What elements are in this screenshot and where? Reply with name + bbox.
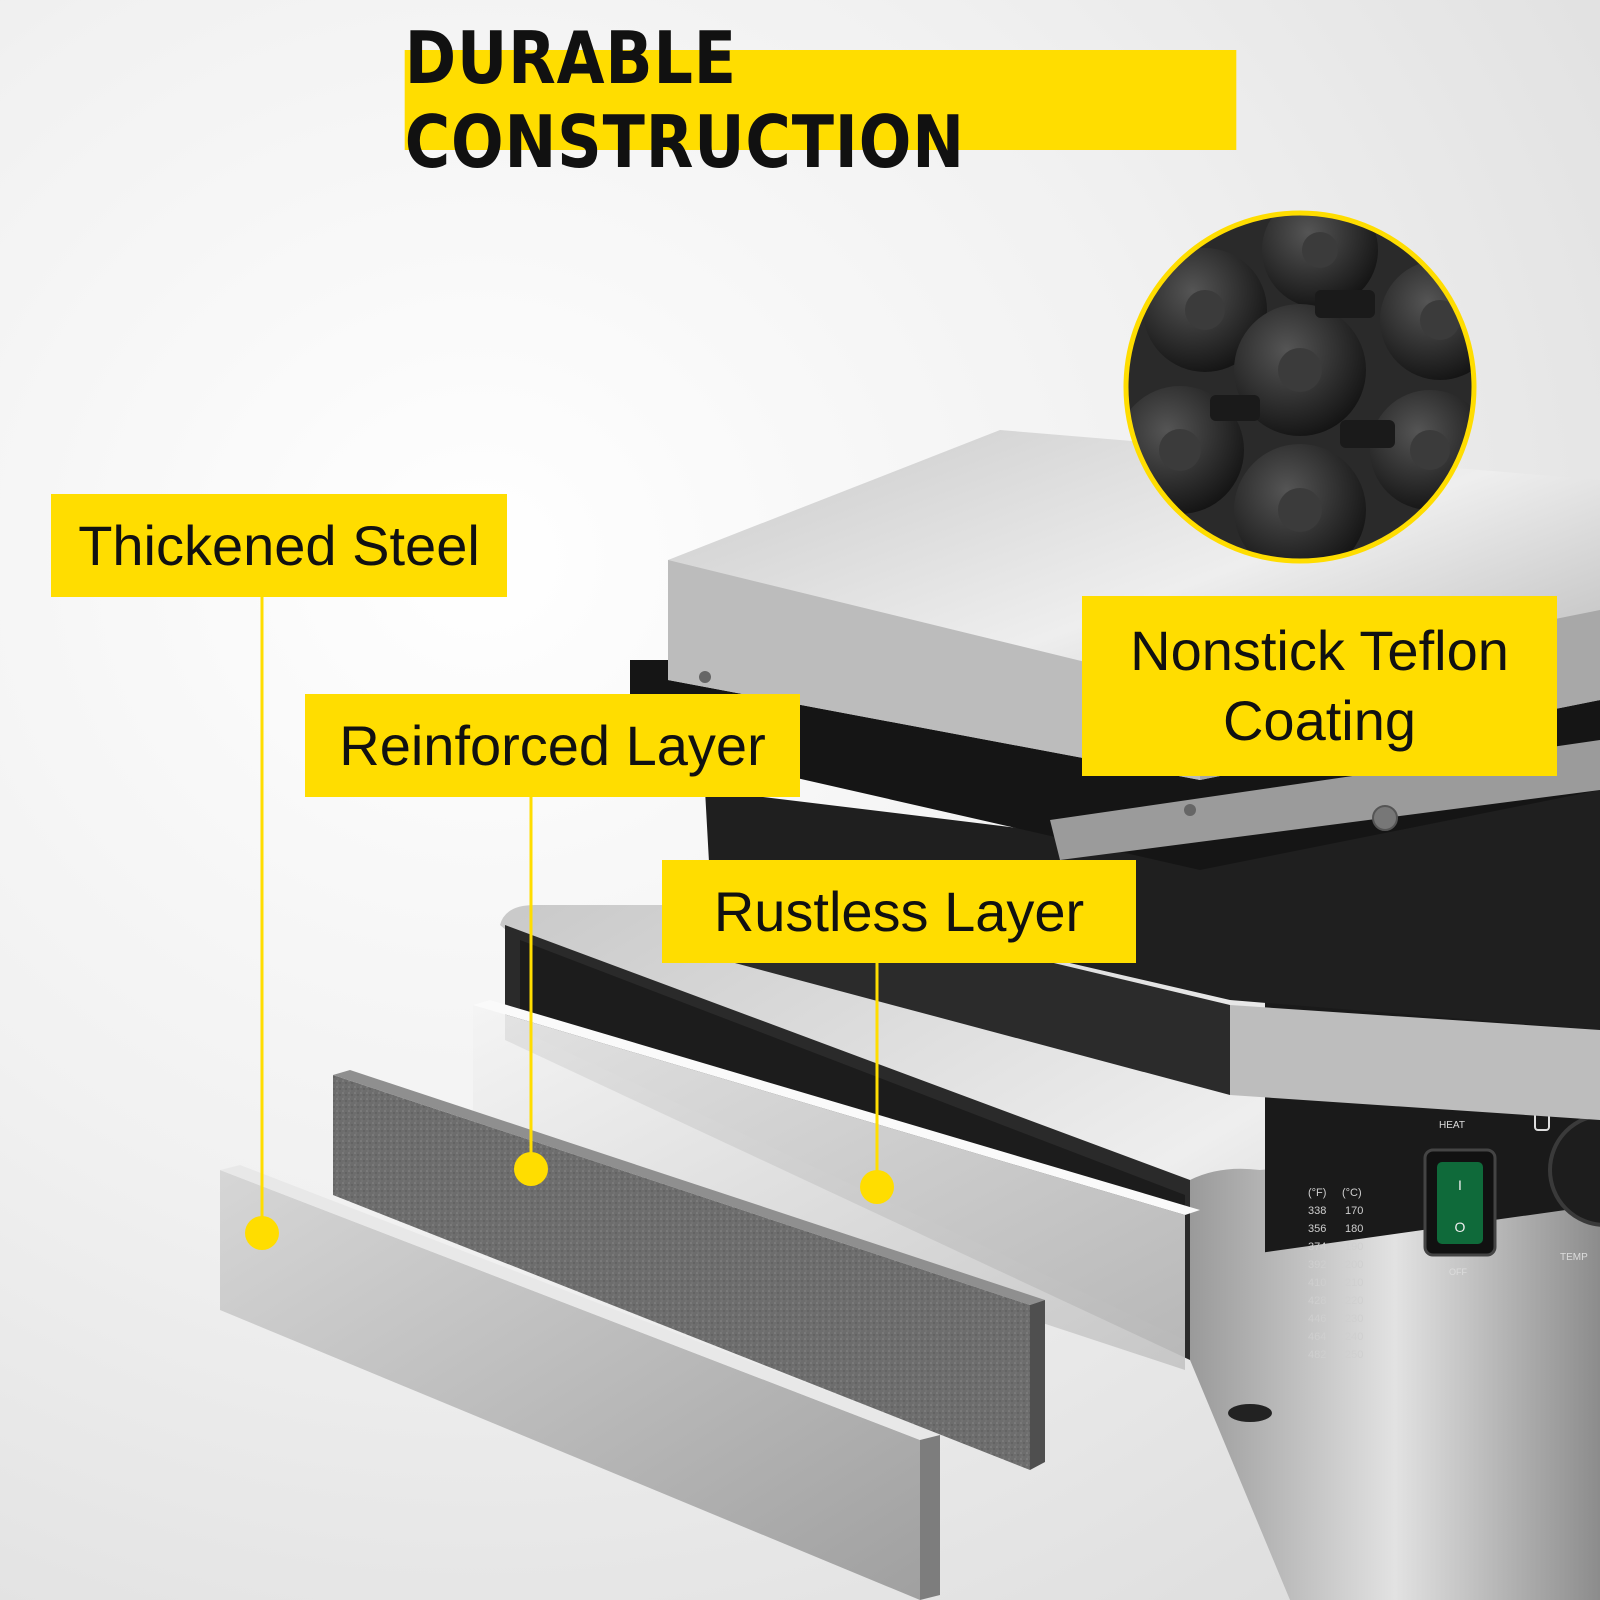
- temp-c-value: 200: [1345, 1259, 1363, 1271]
- temp-f-value: 482: [1308, 1349, 1326, 1361]
- svg-text:O: O: [1455, 1219, 1466, 1235]
- temp-f-value: 356: [1308, 1223, 1326, 1235]
- reinforced-layer-plate: [333, 1070, 1045, 1470]
- temp-label: TEMP: [1560, 1252, 1588, 1263]
- temperature-scale: (°F) (°C) 338 170 356 180 374 190 392 200 410 210…: [1308, 1187, 1363, 1361]
- temp-c-value: 230: [1345, 1313, 1363, 1325]
- heat-label: HEAT: [1439, 1120, 1465, 1131]
- control-panel: HEAT ON I O OFF TEMP (°F) (°C) 338170356…: [1308, 1099, 1600, 1361]
- temp-f-value: 464: [1308, 1331, 1326, 1343]
- svg-text:(°C): (°C): [1342, 1187, 1362, 1199]
- temp-f-value: 446: [1308, 1313, 1326, 1325]
- thickened-steel-plate: [220, 1165, 940, 1600]
- temperature-knob[interactable]: [1548, 1113, 1600, 1227]
- temp-f-value: 428: [1308, 1295, 1326, 1307]
- temp-c-value: 180: [1345, 1223, 1363, 1235]
- label-nonstick-teflon: Nonstick Teflon Coating: [1082, 596, 1557, 776]
- label-reinforced-layer: Reinforced Layer: [305, 694, 800, 797]
- temp-c-value: 170: [1345, 1205, 1363, 1217]
- label-thickened-steel: Thickened Steel: [51, 494, 507, 597]
- off-label: OFF: [1449, 1267, 1467, 1277]
- callout-thickened-steel: [245, 597, 279, 1250]
- callout-rustless-layer: [860, 963, 894, 1204]
- temp-f-value: 338: [1308, 1205, 1326, 1217]
- temp-c-value: 190: [1345, 1241, 1363, 1253]
- temp-f-value: 410: [1308, 1277, 1326, 1289]
- temp-f-value: 392: [1308, 1259, 1326, 1271]
- label-teflon-line2: Coating: [1222, 689, 1417, 752]
- temp-f-value: 374: [1308, 1241, 1326, 1253]
- label-teflon-line1: Nonstick Teflon: [1130, 619, 1509, 682]
- svg-text:I: I: [1458, 1177, 1462, 1193]
- rustless-layer-plate: [473, 1000, 1200, 1370]
- label-rustless-layer: Rustless Layer: [662, 860, 1136, 963]
- temp-c-value: 210: [1345, 1277, 1363, 1289]
- power-switch[interactable]: I O: [1423, 1148, 1497, 1257]
- nonstick-plate-zoom: [1123, 210, 1477, 564]
- temp-c-value: 250: [1345, 1349, 1363, 1361]
- page-title-banner: DURABLE CONSTRUCTION: [404, 16, 1237, 184]
- callout-reinforced-layer: [514, 797, 548, 1186]
- svg-text:(°F): (°F): [1308, 1187, 1326, 1199]
- temp-c-value: 240: [1345, 1331, 1363, 1343]
- temp-c-value: 220: [1345, 1295, 1363, 1307]
